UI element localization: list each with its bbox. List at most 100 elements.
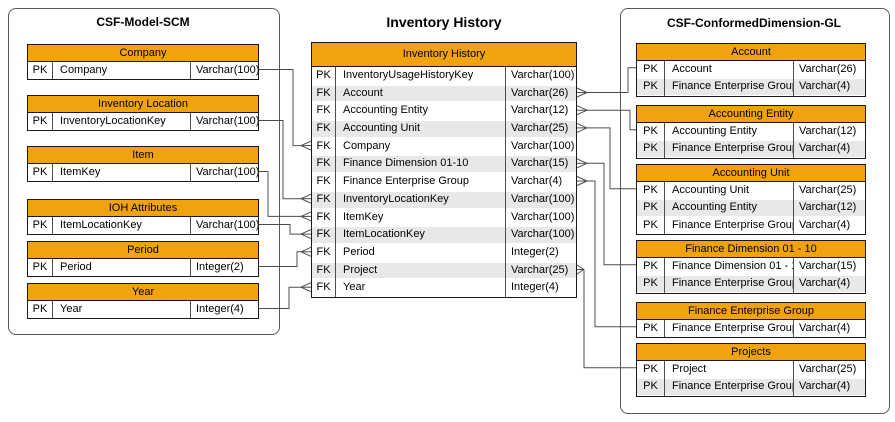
table-title: Accounting Entity <box>637 106 865 123</box>
field-name-cell: Account <box>336 84 506 103</box>
data-type-cell: Varchar(12) <box>799 125 857 137</box>
data-type-cell: Varchar(100) <box>511 139 575 152</box>
key-cell: FK <box>312 226 336 244</box>
data-type-cell: Varchar(4) <box>799 80 851 93</box>
key-cell: PK <box>637 258 665 276</box>
table-title: Inventory History <box>312 43 576 67</box>
data-type-cell: Varchar(12) <box>799 201 857 214</box>
data-type-cell: Varchar(25) <box>511 263 569 276</box>
data-type-cell: Varchar(100) <box>196 219 258 231</box>
key-cell: FK <box>312 120 336 138</box>
field-name-cell: Accounting Unit <box>336 120 506 138</box>
field-name-cell: Company <box>336 137 506 156</box>
key-cell: FK <box>312 137 336 156</box>
data-type-cell: Varchar(15) <box>511 157 569 170</box>
table-title: Accounting Unit <box>637 165 865 182</box>
key-cell: FK <box>312 243 336 262</box>
field-name-cell: Year <box>336 279 506 297</box>
data-type-cell: Varchar(26) <box>511 86 569 99</box>
key-cell: FK <box>312 155 336 174</box>
field-name-cell: ItemKey <box>53 164 191 181</box>
key-cell: PK <box>28 164 53 181</box>
group-title-left: CSF-Model-SCM <box>96 15 190 29</box>
table-title: Period <box>28 242 258 259</box>
key-cell: PK <box>637 123 665 141</box>
field-name-cell: Finance Enterprise Group <box>665 275 794 293</box>
key-cell: PK <box>28 62 53 79</box>
table-title: IOH Attributes <box>28 200 258 217</box>
table-title: Finance Enterprise Group <box>637 303 865 320</box>
key-cell: PK <box>637 275 665 293</box>
field-name-cell: Company <box>53 62 191 79</box>
data-type-cell: Varchar(100) <box>511 228 575 241</box>
field-name-cell: Accounting Unit <box>665 182 794 200</box>
key-cell: FK <box>312 84 336 103</box>
data-type-cell: Varchar(100) <box>511 69 575 81</box>
table-title: Company <box>28 45 258 62</box>
data-type-cell: Varchar(25) <box>511 122 569 135</box>
data-type-cell: Varchar(25) <box>799 363 857 375</box>
data-type-cell: Varchar(25) <box>799 184 857 196</box>
field-name-cell: InventoryUsageHistoryKey <box>336 67 506 85</box>
field-name-cell: Period <box>336 243 506 262</box>
diagram-title: Inventory History <box>386 14 502 30</box>
field-name-cell: Accounting Entity <box>665 123 794 141</box>
data-type-cell: Varchar(100) <box>196 166 258 178</box>
data-type-cell: Varchar(100) <box>511 210 575 223</box>
field-name-cell: Finance Dimension 01 - 10 <box>665 258 794 276</box>
data-type-cell: Varchar(4) <box>799 380 851 393</box>
table-title: Item <box>28 147 258 164</box>
field-name-cell: InventoryLocationKey <box>336 190 506 209</box>
field-name-cell: Account <box>665 61 794 79</box>
field-name-cell: Period <box>53 259 191 276</box>
key-cell: PK <box>637 140 665 158</box>
field-name-cell: Finance Enterprise Group <box>665 78 794 96</box>
data-type-cell: Varchar(26) <box>799 63 857 75</box>
key-cell: PK <box>637 320 665 338</box>
data-type-cell: Varchar(100) <box>196 64 258 76</box>
field-name-cell: ItemLocationKey <box>336 226 506 244</box>
field-name-cell: Year <box>53 301 191 318</box>
field-name-cell: Finance Enterprise Group <box>665 140 794 158</box>
field-name-cell: Project <box>665 361 794 379</box>
table-title: Projects <box>637 344 865 361</box>
data-type-cell: Integer(4) <box>196 303 244 315</box>
key-cell: PK <box>637 78 665 96</box>
data-type-cell: Varchar(4) <box>799 277 851 290</box>
key-cell: PK <box>637 61 665 79</box>
table-title: Inventory Location <box>28 96 258 113</box>
data-type-cell: Varchar(4) <box>799 218 851 231</box>
data-type-cell: Integer(4) <box>511 281 559 294</box>
table-title: Year <box>28 284 258 301</box>
key-cell: PK <box>28 301 53 318</box>
field-name-cell: Accounting Entity <box>665 199 794 217</box>
field-name-cell: Finance Enterprise Group <box>336 173 506 191</box>
